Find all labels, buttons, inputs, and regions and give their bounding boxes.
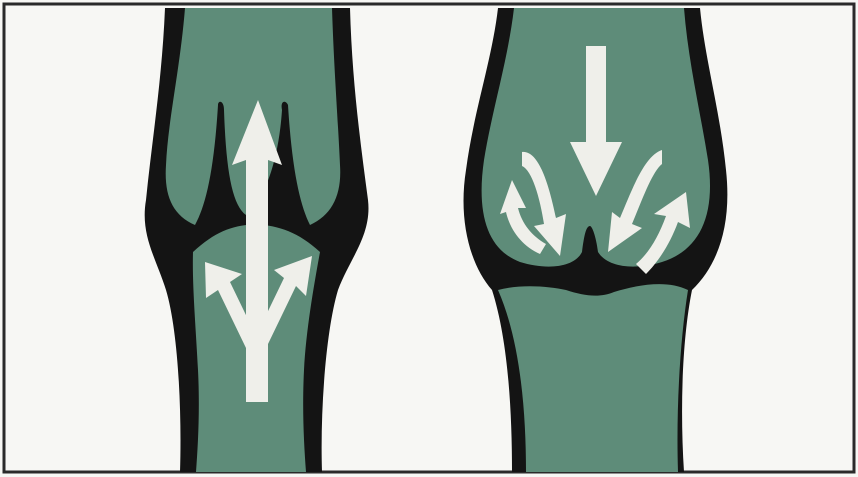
frame bbox=[4, 4, 854, 472]
right-joint bbox=[464, 8, 728, 472]
right-lower-bone bbox=[498, 284, 688, 472]
left-joint bbox=[145, 8, 369, 472]
